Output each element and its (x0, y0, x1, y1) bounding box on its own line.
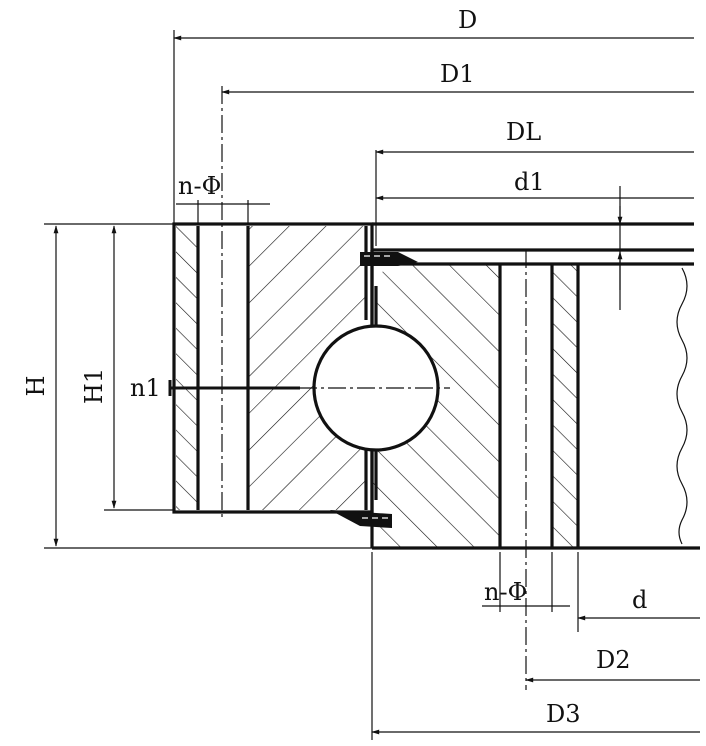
label-D: D (458, 6, 477, 34)
label-n-phi-top: n-Φ (178, 172, 221, 200)
label-n1: n1 (130, 374, 161, 402)
outer-ring (172, 222, 374, 514)
n1-hole (168, 380, 300, 396)
label-d: d (632, 586, 647, 614)
label-n-phi-bottom: n-Φ (484, 578, 527, 606)
label-H1: H1 (80, 368, 108, 404)
label-d1: d1 (514, 168, 545, 196)
label-H: H (22, 376, 50, 397)
label-DL: DL (506, 118, 541, 146)
label-D1: D1 (440, 60, 475, 88)
dimension-lines (53, 35, 700, 735)
label-D3: D3 (546, 700, 581, 728)
label-D2: D2 (596, 646, 631, 674)
bottom-seal (330, 510, 392, 528)
top-seal (360, 252, 418, 266)
